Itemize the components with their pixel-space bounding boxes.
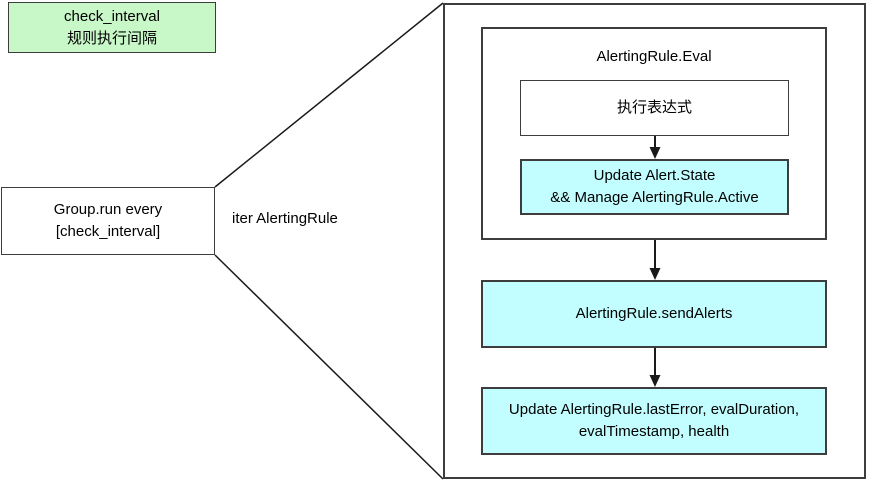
group-run-label-line2: [check_interval] bbox=[55, 223, 161, 240]
update-alert-state-label-line2: && Manage AlertingRule.Active bbox=[550, 189, 759, 206]
check-interval-node: check_interval 规则执行间隔 bbox=[8, 2, 216, 53]
check-interval-label-en: check_interval bbox=[64, 7, 160, 25]
iter-alerting-rule-label: iter AlertingRule bbox=[232, 210, 338, 227]
expand-diagonal-bottom bbox=[214, 254, 444, 480]
update-alert-state-node: Update Alert.State && Manage AlertingRul… bbox=[520, 159, 789, 215]
group-run-label-line1: Group.run every bbox=[53, 201, 163, 218]
expand-diagonal-top bbox=[214, 2, 444, 188]
update-fields-node: Update AlertingRule.lastError, evalDurat… bbox=[481, 387, 827, 455]
alerting-rule-eval-title: AlertingRule.Eval bbox=[596, 48, 712, 65]
execute-expression-node: 执行表达式 bbox=[520, 80, 789, 136]
update-fields-label-line1: Update AlertingRule.lastError, evalDurat… bbox=[508, 401, 800, 418]
alerting-rule-eval-group bbox=[481, 27, 827, 240]
arrow-exec-to-update-state bbox=[649, 136, 661, 159]
group-run-node: Group.run every [check_interval] bbox=[1, 187, 215, 255]
iteration-detail-container bbox=[443, 3, 866, 479]
update-alert-state-label-line1: Update Alert.State bbox=[593, 167, 716, 184]
send-alerts-label: AlertingRule.sendAlerts bbox=[575, 305, 733, 322]
execute-expression-label: 执行表达式 bbox=[616, 99, 692, 116]
arrow-eval-to-send-alerts bbox=[649, 240, 661, 280]
check-interval-label-zh: 规则执行间隔 bbox=[66, 29, 157, 47]
send-alerts-node: AlertingRule.sendAlerts bbox=[481, 280, 827, 348]
update-fields-label-line2: evalTimestamp, health bbox=[578, 423, 730, 440]
arrow-send-alerts-to-update-fields bbox=[649, 348, 661, 387]
